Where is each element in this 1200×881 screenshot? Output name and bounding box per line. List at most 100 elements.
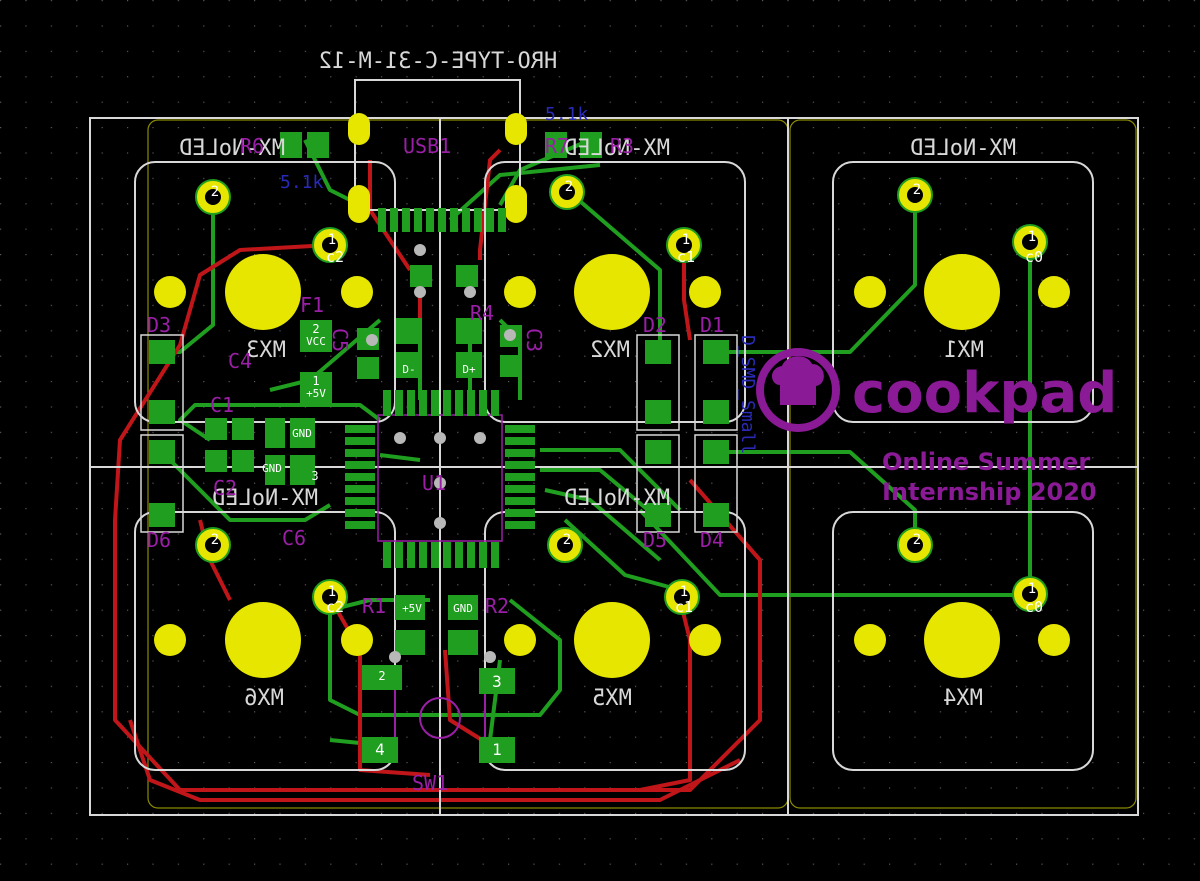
c5-ref: C5 bbox=[328, 328, 352, 352]
mx6-footprint bbox=[154, 602, 373, 678]
c2-ref: C2 bbox=[213, 476, 237, 500]
pin-label: 2 bbox=[913, 182, 921, 198]
pad-num: 3 bbox=[311, 469, 318, 483]
col-label: c2 bbox=[326, 248, 344, 266]
logo-wordmark: cookpad bbox=[852, 361, 1117, 426]
pin-label: 2 bbox=[913, 532, 921, 548]
col-label: c1 bbox=[677, 248, 695, 266]
u1-ref: U1 bbox=[422, 471, 446, 495]
r1-ref: R1 bbox=[362, 594, 386, 618]
mx4-ref-label: MX4 bbox=[943, 686, 983, 711]
mx3-footprint bbox=[154, 254, 373, 330]
switch-pin-inner bbox=[205, 184, 1038, 605]
pin-label: 1 bbox=[680, 584, 688, 600]
col-label: c1 bbox=[675, 598, 693, 616]
mx1-footprint bbox=[854, 254, 1070, 330]
logo-line2: Internship 2020 bbox=[882, 478, 1097, 506]
c4-ref: C4 bbox=[228, 349, 252, 373]
pin-label: 1 bbox=[328, 232, 336, 248]
mx1-footprint-label: MX-NoLED bbox=[910, 136, 1016, 161]
pad-vcc-label: VCC bbox=[306, 335, 326, 348]
sw-pad-3: 3 bbox=[492, 672, 502, 691]
d3-ref: D3 bbox=[147, 313, 171, 337]
pad-num: 2 bbox=[378, 669, 385, 683]
r4-ref: R4 bbox=[470, 301, 494, 325]
mx5-ref-label: MX5 bbox=[592, 686, 632, 711]
diode-outlines bbox=[140, 334, 738, 533]
f1-ref: F1 bbox=[300, 293, 324, 317]
pad-gnd-label: GND bbox=[453, 602, 473, 615]
d2-ref: D2 bbox=[643, 313, 667, 337]
pad-5v-label-2: +5V bbox=[402, 602, 422, 615]
back-silk-labels: HRO-TYPE-C-31-M-12 MX-NoLED MX-NoLED MX-… bbox=[179, 49, 1016, 711]
pin-label: 1 bbox=[682, 232, 690, 248]
logo-line1: Online Summer bbox=[882, 448, 1090, 476]
pin-label: 1 bbox=[1028, 229, 1036, 245]
sw-pad-4: 4 bbox=[375, 740, 385, 759]
d6-ref: D6 bbox=[147, 528, 171, 552]
fab-labels: 5.1k 5.1k D_SMD_Small bbox=[280, 104, 758, 454]
mx6-footprint-label: MX-NoLED bbox=[212, 486, 318, 511]
mx2-ref-label: MX2 bbox=[590, 338, 630, 363]
vias bbox=[366, 244, 516, 663]
switch-pad-numbers: 3 4 1 bbox=[375, 672, 502, 759]
pad-5v-label: +5V bbox=[306, 387, 326, 400]
usb-ref: USB1 bbox=[403, 134, 451, 158]
r2-ref: R2 bbox=[485, 594, 509, 618]
pad-dminus-label: D- bbox=[402, 363, 415, 376]
sw1-ref: SW1 bbox=[412, 771, 448, 795]
d1-ref: D1 bbox=[700, 313, 724, 337]
switch-pin-labels: 2 1 2 1 2 1 2 1 2 1 2 1 bbox=[211, 179, 1036, 600]
mx6-ref-label: MX6 bbox=[244, 686, 284, 711]
pad-gnd-label-2: GND bbox=[292, 427, 312, 440]
pad-gnd-label-3: GND bbox=[262, 462, 282, 475]
pad-text-labels: VCC +5V D- D+ +5V GND GND GND bbox=[262, 335, 476, 615]
mx5-footprint-label: MX-NoLED bbox=[564, 486, 670, 511]
pin-label: 1 bbox=[1028, 581, 1036, 597]
pin-label: 2 bbox=[211, 532, 219, 548]
r6-value: 5.1k bbox=[280, 172, 324, 193]
d5-ref: D5 bbox=[643, 528, 667, 552]
col-label: c0 bbox=[1025, 248, 1043, 266]
front-silk-labels: USB1 D3 D2 D1 D6 D5 D4 F1 C4 C1 C6 C3 C5… bbox=[147, 134, 724, 795]
sw-pad-1: 1 bbox=[492, 740, 502, 759]
pad-num: 1 bbox=[312, 374, 319, 388]
mx2-footprint-label: MX-NoLED bbox=[564, 136, 670, 161]
chef-hat-icon bbox=[756, 348, 840, 432]
pad-dplus-label: D+ bbox=[462, 363, 476, 376]
mx1-ref-label: MX1 bbox=[944, 338, 984, 363]
r7-value: 5.1k bbox=[545, 104, 589, 125]
mcu-outline bbox=[377, 414, 503, 542]
usb-connector bbox=[348, 113, 527, 232]
pin-label: 2 bbox=[563, 532, 571, 548]
chef-hat-shape bbox=[772, 356, 824, 405]
mcu-pads bbox=[345, 390, 535, 568]
d4-ref: D4 bbox=[700, 528, 724, 552]
switch-column-labels: c2 c1 c0 c2 c1 c0 bbox=[326, 248, 1043, 616]
pin-label: 1 bbox=[328, 584, 336, 600]
r3-ref: R3 bbox=[610, 134, 634, 158]
usb-part-label: HRO-TYPE-C-31-M-12 bbox=[319, 49, 557, 74]
col-label: c2 bbox=[326, 598, 344, 616]
mx3-ref-label: MX3 bbox=[246, 338, 286, 363]
pin-label: 2 bbox=[211, 184, 219, 200]
mx3-footprint-label: MX-NoLED bbox=[179, 136, 285, 161]
passive-pads bbox=[205, 132, 602, 763]
c1-ref: C1 bbox=[210, 393, 234, 417]
cookpad-logo: cookpad Online Summer Internship 2020 bbox=[756, 348, 1117, 506]
r6-ref: R6 bbox=[240, 134, 264, 158]
c3-ref: C3 bbox=[522, 328, 546, 352]
mx4-footprint bbox=[854, 602, 1070, 678]
diode-part-label: D_SMD_Small bbox=[737, 335, 758, 454]
diode-pads bbox=[149, 340, 729, 527]
r7-ref: R7 bbox=[545, 134, 569, 158]
c6-ref: C6 bbox=[282, 526, 306, 550]
copper-front-traces bbox=[113, 148, 762, 802]
pad-number-labels: 2 1 2 3 bbox=[311, 322, 385, 683]
col-label: c0 bbox=[1025, 598, 1043, 616]
pad-num: 2 bbox=[312, 322, 319, 336]
pin-label: 2 bbox=[565, 179, 573, 195]
mx2-footprint bbox=[504, 254, 721, 330]
mx5-footprint bbox=[504, 602, 721, 678]
